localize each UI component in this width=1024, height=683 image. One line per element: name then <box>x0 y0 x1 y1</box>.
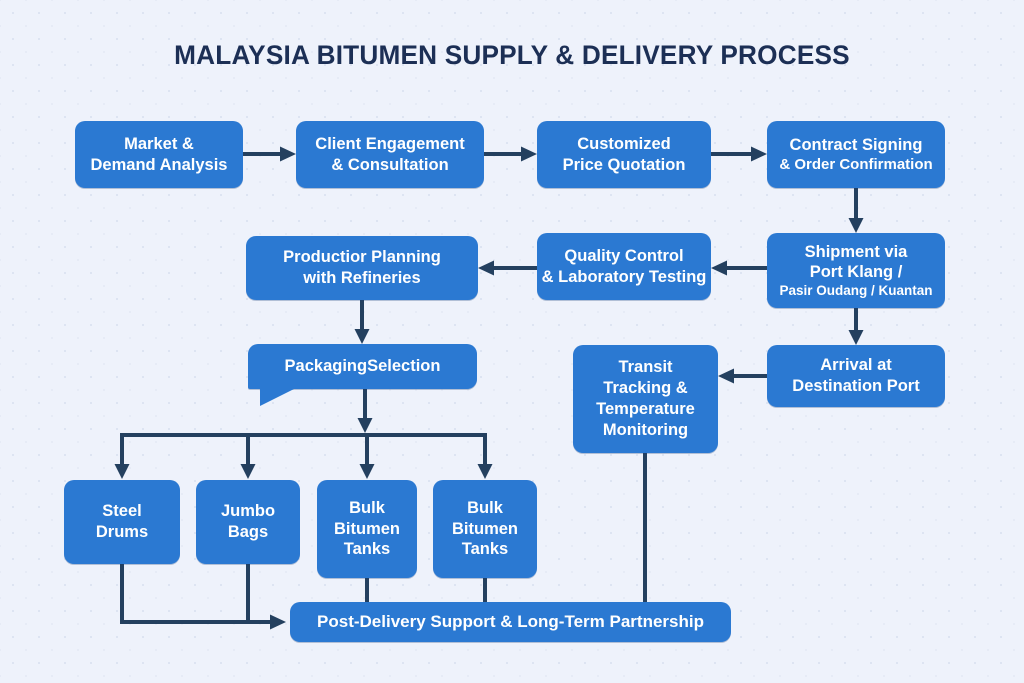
node-label: Transit Tracking & Temperature Monitorin… <box>596 358 695 439</box>
arrow-market-to-client <box>243 146 296 162</box>
node-jumbo-bags: Jumbo Bags <box>196 480 300 564</box>
node-production-planning-refineries: Productior Planning with Refineries <box>246 236 478 300</box>
node-label: Steel Drums <box>95 502 149 541</box>
node-label: Productior Planning with Refineries <box>283 248 441 287</box>
node-sublabel: Pasir Oudang / Kuantan <box>779 283 933 299</box>
arrow-arrival-to-transit <box>718 368 767 384</box>
node-bulk-bitumen-tanks-2: Bulk Bitumen Tanks <box>433 480 537 578</box>
node-quality-control-laboratory-testing: Quality Control & Laboratory Testing <box>537 233 711 300</box>
node-client-engagement-consultation: Client Engagement & Consultation <box>296 121 484 188</box>
node-label: Post-Delivery Support & Long-Term Partne… <box>317 612 704 632</box>
node-label: Client Engagement & Consultation <box>315 134 465 174</box>
node-customized-price-quotation: Customized Price Quotation <box>537 121 711 188</box>
node-label: Arrival at Destination Port <box>792 356 920 395</box>
node-label: Quality Control & Laboratory Testing <box>541 246 707 286</box>
arrow-steel-to-post <box>120 564 286 630</box>
node-label: Customized Price Quotation <box>562 134 686 174</box>
arrow-contract-to-shipment <box>848 188 864 233</box>
node-transit-tracking-temperature-monitoring: Transit Tracking & Temperature Monitorin… <box>573 345 718 453</box>
node-label: PackagingSelection <box>284 357 441 376</box>
node-steel-drums: Steel Drums <box>64 480 180 564</box>
node-label: Jumbo Bags <box>220 502 276 541</box>
node-shipment-via-ports: Shipment via Port Klang / Pasir Oudang /… <box>767 233 945 308</box>
node-bulk-bitumen-tanks-1: Bulk Bitumen Tanks <box>317 480 417 578</box>
page-title: MALAYSIA BITUMEN SUPPLY & DELIVERY PROCE… <box>174 40 850 70</box>
node-label: Contract Signing <box>789 136 923 155</box>
node-label: Bulk Bitumen Tanks <box>334 498 400 559</box>
arrow-quote-to-contract <box>711 146 767 162</box>
node-contract-signing-order-confirmation: Contract Signing & Order Confirmation <box>767 121 945 188</box>
node-post-delivery-support-partnership: Post-Delivery Support & Long-Term Partne… <box>290 602 731 642</box>
arrow-branch-to-bulk2 <box>477 433 493 479</box>
arrow-branch-to-steel <box>114 433 130 479</box>
arrow-quality-to-production <box>478 260 537 276</box>
arrow-branch-to-jumbo <box>240 433 256 479</box>
node-sublabel: & Order Confirmation <box>779 155 933 173</box>
node-label: Shipment via Port Klang / <box>804 242 908 282</box>
arrow-production-to-packaging <box>354 300 370 344</box>
arrow-shipment-to-arrival <box>848 308 864 345</box>
node-packaging-selection: PackagingSelection <box>248 344 477 406</box>
arrow-packaging-to-branch <box>120 389 486 437</box>
arrow-shipment-to-quality <box>711 260 767 276</box>
node-label: Bulk Bitumen Tanks <box>452 498 518 559</box>
arrow-client-to-quote <box>484 146 537 162</box>
node-label: Market & Demand Analysis <box>90 134 228 174</box>
arrow-branch-to-bulk1 <box>359 433 375 479</box>
node-market-demand-analysis: Market & Demand Analysis <box>75 121 243 188</box>
node-arrival-destination-port: Arrival at Destination Port <box>767 345 945 407</box>
